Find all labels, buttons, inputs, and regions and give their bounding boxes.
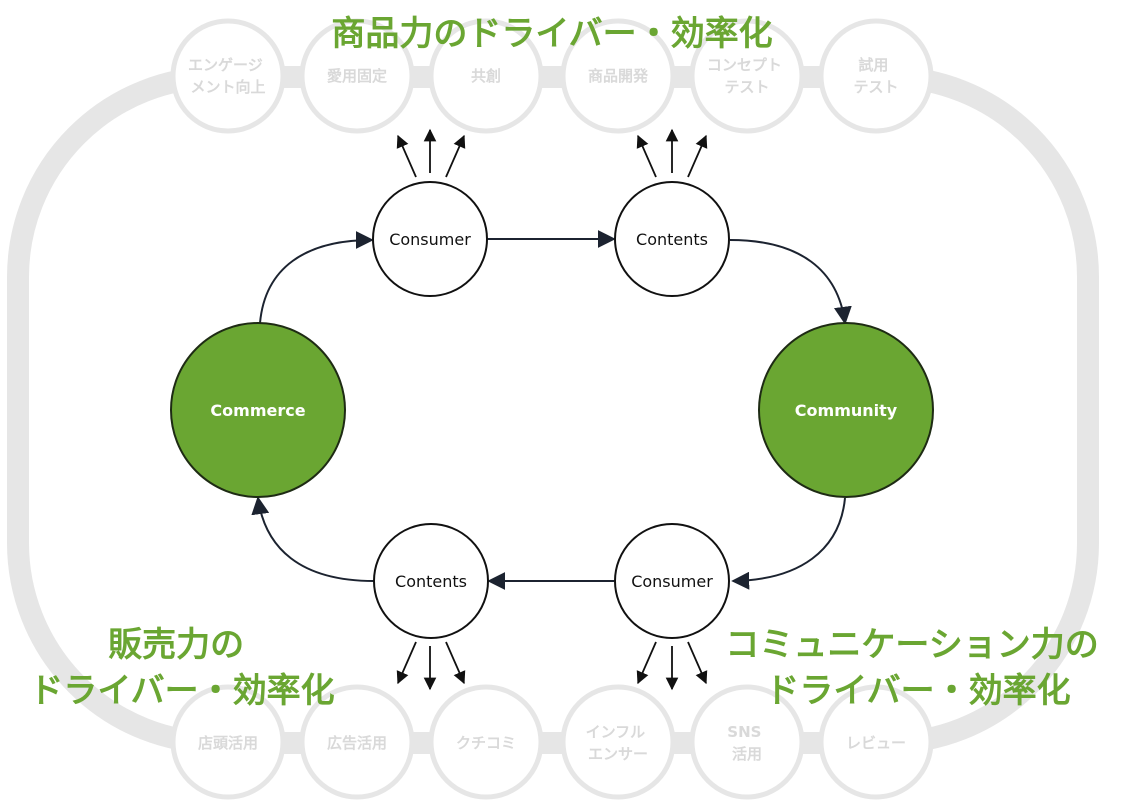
hub-label: Community xyxy=(795,401,898,420)
background-track xyxy=(7,66,1099,754)
node-contents-bottom: Contents xyxy=(373,523,489,639)
activity-circle-advertising: 広告活用 xyxy=(299,684,415,800)
svg-text:店頭活用: 店頭活用 xyxy=(198,734,258,752)
ray-arrow xyxy=(396,134,417,178)
cycle-arrows xyxy=(251,230,852,590)
arrow-contents-to-community xyxy=(729,239,852,325)
activity-label: クチコミ xyxy=(456,734,516,752)
svg-text:広告活用: 広告活用 xyxy=(327,734,387,752)
node-label: Consumer xyxy=(631,572,713,591)
svg-text:愛用固定: 愛用固定 xyxy=(327,67,387,85)
arrow-contents-to-commerce xyxy=(251,496,375,582)
activity-label: 広告活用 xyxy=(327,734,387,752)
node-consumer-top: Consumer xyxy=(372,181,488,297)
node-label: Contents xyxy=(395,572,467,591)
activity-circle-store: 店頭活用 xyxy=(170,684,286,800)
ray-arrow xyxy=(445,134,466,178)
headline-bottom-right: コミュニケーション力の ドライバー・効率化 xyxy=(725,625,1110,711)
node-consumer-bottom: Consumer xyxy=(614,523,730,639)
activity-label: 愛用固定 xyxy=(327,67,387,85)
svg-text:商品開発: 商品開発 xyxy=(588,67,649,85)
ray-arrow xyxy=(687,641,708,685)
headline-bottom-left: 販売力の ドライバー・効率化 xyxy=(29,625,334,711)
activity-label: 商品開発 xyxy=(588,67,649,85)
svg-text:レビュー: レビュー xyxy=(846,734,906,752)
activity-label: 活用 xyxy=(732,745,762,763)
activity-label: エンゲージ xyxy=(188,56,263,74)
svg-text:コンセプト テスト: コンセプト テスト xyxy=(707,56,787,96)
ray-arrow xyxy=(445,641,466,685)
activity-circle-trial-test: 試用 テスト xyxy=(818,18,934,134)
ray-arrow xyxy=(396,641,417,685)
activity-label: エンサー xyxy=(588,745,648,763)
activity-circle-review: レビュー xyxy=(818,684,934,800)
node-label: Consumer xyxy=(389,230,471,249)
activity-label: 共創 xyxy=(471,67,501,85)
radiating-arrows xyxy=(396,128,708,691)
svg-text:SNS 活用: SNS 活用 xyxy=(727,723,766,763)
svg-text:試用 テスト: 試用 テスト xyxy=(853,56,898,96)
svg-text:エンゲージ メント向上: エンゲージ メント向上 xyxy=(188,56,268,96)
ray-arrow xyxy=(636,641,657,685)
headline-top: 商品力のドライバー・効率化 xyxy=(331,14,772,54)
hub-label: Commerce xyxy=(210,401,305,420)
svg-text:クチコミ: クチコミ xyxy=(456,734,516,752)
activity-label: 店頭活用 xyxy=(198,734,258,752)
node-community: Community xyxy=(758,322,934,498)
top-activity-row: エンゲージ メント向上 愛用固定 共創 商品開発 コンセプト xyxy=(170,18,934,134)
activity-circle-loyalty: 愛用固定 xyxy=(299,18,415,134)
activity-circle-word-of-mouth: クチコミ xyxy=(428,684,544,800)
bottom-activity-row: 店頭活用 広告活用 クチコミ インフル エンサー SNS xyxy=(170,684,934,800)
activity-label: SNS xyxy=(727,723,761,741)
activity-label: レビュー xyxy=(846,734,906,752)
svg-text:共創: 共創 xyxy=(471,67,501,85)
node-commerce: Commerce xyxy=(170,322,346,498)
activity-circle-influencer: インフル エンサー xyxy=(560,684,676,800)
activity-circle-sns: SNS 活用 xyxy=(689,684,805,800)
activity-circle-engagement: エンゲージ メント向上 xyxy=(170,18,286,134)
arrow-community-to-consumer xyxy=(731,497,846,590)
node-label: Contents xyxy=(636,230,708,249)
ray-arrow xyxy=(636,134,657,178)
svg-text:インフル エンサー: インフル エンサー xyxy=(586,723,651,763)
activity-circle-concept-test: コンセプト テスト xyxy=(689,18,805,134)
activity-circle-cocreation: 共創 xyxy=(428,18,544,134)
activity-label: インフル xyxy=(586,723,646,741)
arrow-commerce-to-consumer xyxy=(259,231,374,324)
activity-label: テスト xyxy=(853,78,898,96)
activity-label: 試用 xyxy=(858,56,888,74)
activity-label: テスト xyxy=(724,78,769,96)
activity-label: メント向上 xyxy=(190,78,265,96)
node-contents-top: Contents xyxy=(614,181,730,297)
activity-circle-product-dev: 商品開発 xyxy=(560,18,676,134)
ray-arrow xyxy=(687,134,708,178)
activity-label: コンセプト xyxy=(707,56,782,74)
